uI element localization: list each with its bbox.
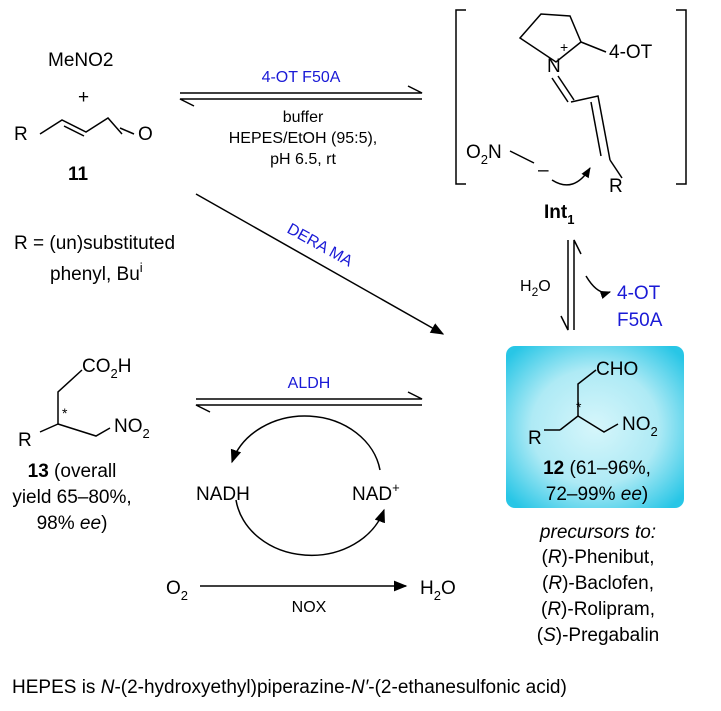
hydrolysis-arrows: H2O 4-OT F50A <box>520 239 663 331</box>
enal-double-bond <box>63 125 85 137</box>
iminium-plus: + <box>560 39 568 55</box>
oxygen-label: O2 <box>166 578 188 603</box>
p13-acid: CO2H <box>82 356 131 381</box>
hydrolysis-water: H2O <box>520 278 551 299</box>
p12-label-line1: 12 (61–96%, <box>543 458 651 479</box>
iminium-double-bond <box>557 75 575 101</box>
nitromethane-label: MeNO2 <box>48 50 113 71</box>
cycle-lower-arc <box>235 499 385 557</box>
aldh-arrows: ALDH <box>195 375 423 413</box>
carbonyl-double-bond <box>119 127 135 135</box>
hydrolysis-down-arrow <box>560 240 569 331</box>
p13-label-line1: 13 (overall <box>28 461 117 482</box>
int1-label: Int1 <box>544 202 574 227</box>
precursor-1: (R)-Phenibut, <box>541 547 654 568</box>
released-enzyme-line1: 4-OT <box>617 283 661 304</box>
plus-sign: + <box>78 87 89 108</box>
forward-half-arrow <box>180 85 423 94</box>
p13-label-line3: 98% ee) <box>37 513 108 534</box>
nadh-label: NADH <box>196 484 250 505</box>
iminium-nitrogen: N <box>547 56 561 77</box>
precursor-2: (R)-Baclofen, <box>542 573 654 594</box>
cycle-upper-arc <box>230 415 381 471</box>
nox-label: NOX <box>292 599 327 616</box>
pyrrolidine-ring <box>518 13 582 63</box>
aldh-label: ALDH <box>288 375 331 392</box>
carbonyl-oxygen: O <box>138 124 153 145</box>
precursors-title: precursors to: <box>539 522 656 543</box>
p12-label-line2: 72–99% ee) <box>546 484 648 505</box>
hepes-footnote: HEPES is N-(2-hydroxyethyl)piperazine-N′… <box>12 677 567 698</box>
p12-skeleton <box>559 369 597 431</box>
p12-aldehyde: CHO <box>596 359 638 380</box>
left-bracket <box>455 9 466 185</box>
right-bracket <box>676 9 687 185</box>
precursor-4: (S)-Pregabalin <box>537 625 660 646</box>
product-12: CHO * R NO2 12 (61–96%, 72–99% ee) <box>506 346 684 508</box>
p12-stereocenter: * <box>576 399 582 415</box>
ring-substituent-label: 4-OT <box>609 42 653 63</box>
reverse-half-arrow <box>179 98 422 107</box>
product-13: CO2H * R NO2 13 (overall yield 65–80%, 9… <box>12 356 149 534</box>
dera-route: DERA MA <box>195 193 445 335</box>
p13-r-bond <box>39 423 59 433</box>
release-curved-arrow <box>585 275 611 299</box>
released-enzyme-line2: F50A <box>617 310 663 331</box>
ring-substituent-bond <box>580 41 607 53</box>
enal-skeleton <box>39 117 123 135</box>
step1-conditions-line3: pH 6.5, rt <box>270 151 336 168</box>
dera-arrow <box>195 193 445 335</box>
p13-label-line2: yield 65–80%, <box>12 487 131 508</box>
hydrolysis-up-arrow <box>573 239 582 330</box>
aldh-forward-arrow <box>196 391 423 400</box>
r-definition: R = (un)substituted phenyl, Bui <box>14 233 175 285</box>
p12-r-group: R <box>528 428 542 449</box>
precursors: precursors to: (R)-Phenibut, (R)-Baclofe… <box>537 522 660 646</box>
p12-nitro-bond <box>577 415 619 433</box>
nitronate-bond <box>509 150 535 164</box>
nitronate-label: O2N <box>466 142 502 167</box>
nox-step: O2 H2O NOX <box>166 578 456 616</box>
p13-acid-chain <box>57 369 83 424</box>
compound-11-label: 11 <box>68 164 89 185</box>
nad-plus-label: NAD+ <box>352 480 400 505</box>
p13-nitro-chain <box>57 423 111 437</box>
dera-catalyst-label: DERA MA <box>284 221 356 271</box>
int-r-bond <box>609 159 623 179</box>
aldh-reverse-arrow <box>195 404 422 413</box>
substrate-11: MeNO2 + R O 11 <box>14 50 153 185</box>
r-group-11: R <box>14 124 28 145</box>
r-definition-line2: phenyl, Bui <box>50 260 143 285</box>
p13-stereocenter: * <box>62 405 68 421</box>
precursor-3: (R)-Rolipram, <box>541 599 655 620</box>
dienamine-chain <box>570 95 611 161</box>
step1-catalyst: 4-OT F50A <box>262 69 341 86</box>
step1-conditions-line2: HEPES/EtOH (95:5), <box>229 130 378 147</box>
cofactor-cycle: NADH NAD+ <box>196 415 400 557</box>
iminium-bond <box>551 77 569 103</box>
step1-conditions-line1: buffer <box>283 109 324 126</box>
dienamine-double-bond <box>590 101 602 157</box>
p13-nitro: NO2 <box>114 416 150 441</box>
p13-r-group: R <box>18 430 32 451</box>
int-r-group: R <box>609 176 623 197</box>
attack-curved-arrow <box>551 167 591 186</box>
equilibrium-arrow-step1: 4-OT F50A buffer HEPES/EtOH (95:5), pH 6… <box>179 69 423 168</box>
nitronate-minus: – <box>538 160 549 181</box>
r-definition-line1: R = (un)substituted <box>14 233 175 254</box>
water-label: H2O <box>420 578 456 603</box>
intermediate-int1: 4-OT N + R O2N – Int1 <box>455 9 687 227</box>
